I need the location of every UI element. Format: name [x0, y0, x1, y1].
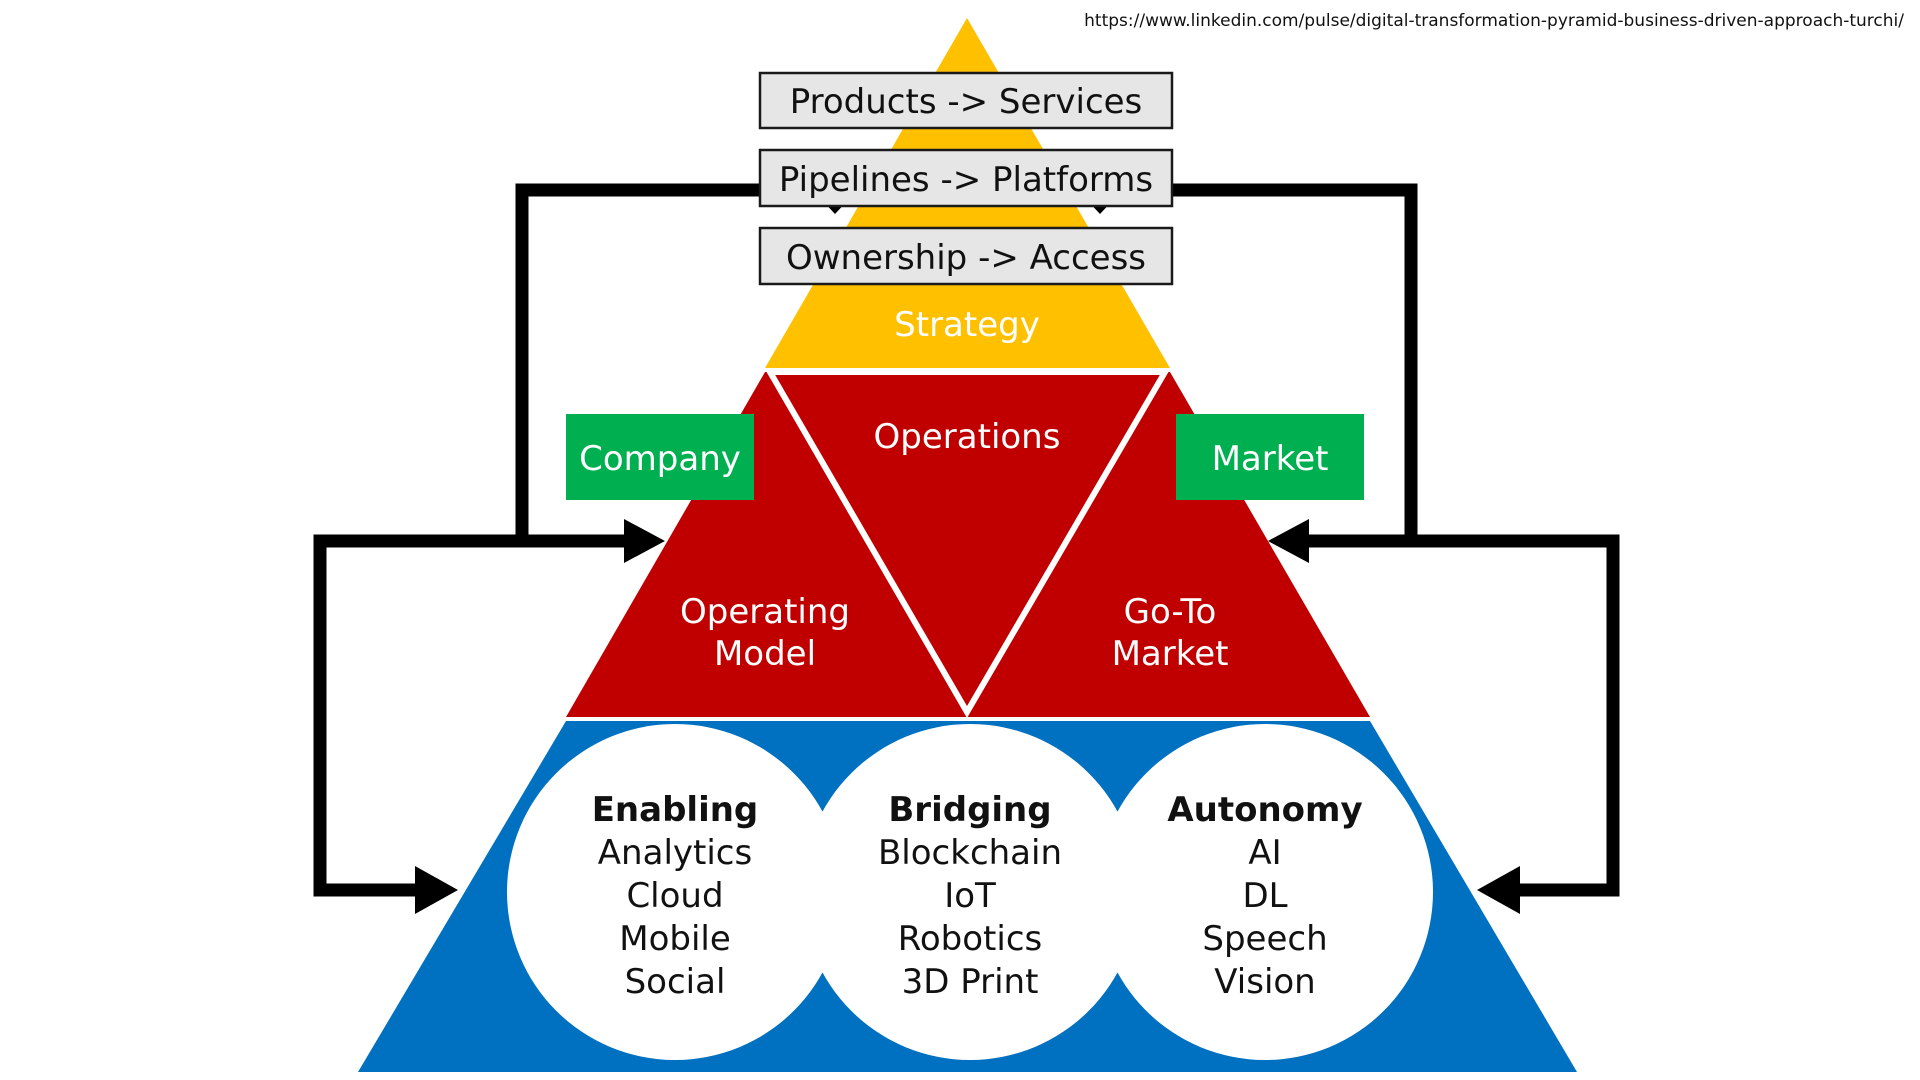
right-upper-connector [1170, 183, 1418, 548]
bridging-item: Robotics [898, 919, 1042, 959]
enabling-item: Cloud [626, 876, 723, 916]
enabling-item: Analytics [598, 833, 752, 873]
operating-model-label-line2: Model [714, 634, 816, 674]
operations-trapezoid [566, 372, 1370, 717]
autonomy-item: AI [1248, 833, 1281, 873]
autonomy-item: Vision [1214, 962, 1315, 1002]
go-to-market-label-line1: Go-To [1124, 592, 1217, 632]
bridging-circle [802, 724, 1138, 1060]
enabling-circle [507, 724, 843, 1060]
enabling-item: Social [625, 962, 726, 1002]
shift-products-services: Products -> Services [790, 82, 1143, 122]
enabling-item: Mobile [619, 919, 731, 959]
shift-box-ownership [758, 226, 1174, 286]
company-label: Company [579, 439, 741, 479]
source-url: https://www.linkedin.com/pulse/digital-t… [1084, 11, 1904, 31]
right-lower-arrowhead [1477, 866, 1520, 914]
autonomy-item: DL [1242, 876, 1287, 916]
strategy-label: Strategy [894, 305, 1040, 345]
enabling-title: Enabling [592, 790, 759, 830]
shift-pipelines-platforms: Pipelines -> Platforms [779, 160, 1153, 200]
company-box [566, 414, 754, 500]
right-upper-arrowhead [1268, 519, 1309, 563]
bridging-item: 3D Print [902, 962, 1039, 1002]
left-upper-connector [515, 183, 765, 548]
market-label: Market [1212, 439, 1329, 479]
go-to-market-label-line2: Market [1112, 634, 1229, 674]
left-lower-connector [313, 534, 530, 897]
bridging-item: Blockchain [878, 833, 1062, 873]
left-upper-arrowhead [624, 519, 665, 563]
shift-box-products [758, 71, 1174, 130]
autonomy-circle [1097, 724, 1433, 1060]
autonomy-title: Autonomy [1167, 790, 1362, 830]
right-lower-connector [1405, 534, 1620, 897]
operating-model-label-line1: Operating [680, 592, 850, 632]
bridging-title: Bridging [888, 790, 1051, 830]
shift-box-pipelines [758, 148, 1174, 208]
shift-ownership-access: Ownership -> Access [786, 238, 1146, 278]
operations-divider [764, 369, 1171, 718]
autonomy-item: Speech [1202, 919, 1327, 959]
operations-label: Operations [874, 417, 1061, 457]
market-box [1176, 414, 1364, 500]
bridging-item: IoT [944, 876, 996, 916]
left-lower-arrowhead [415, 866, 458, 914]
